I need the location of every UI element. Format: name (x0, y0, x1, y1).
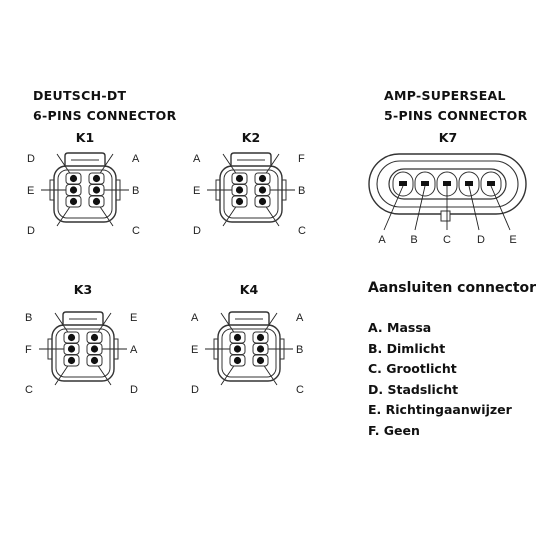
k3-pin-label-bottom-right: D (130, 384, 138, 396)
legend-item-d: D. Stadslicht (368, 381, 459, 397)
k7-pin-label-4: D (477, 234, 485, 246)
k3-pin-label-top-right: E (130, 312, 137, 324)
k7-pin-label-2: B (410, 234, 417, 246)
legend-item-b: B. Dimlicht (368, 340, 446, 356)
k7-pin-label-3: C (443, 234, 451, 246)
k7-label: K7 (439, 130, 457, 145)
k2-pin-label-bottom-left: D (193, 225, 201, 237)
legend-item-a: A. Massa (368, 320, 432, 335)
k3-pin-label-top-left: B (25, 312, 32, 324)
k1-pin-label-bottom-right: C (132, 225, 140, 237)
k4-pin-label-mid-left: E (191, 344, 198, 356)
legend-item-f: F. Geen (368, 422, 420, 438)
k2-pin-label-top-right: F (298, 153, 305, 165)
k2-pin-label-bottom-right: C (298, 225, 306, 237)
k1-pin-label-mid-left: E (27, 185, 34, 197)
k4-connector: K4 A A E B D C (191, 282, 304, 396)
legend-item-e: E. Richtingaanwijzer (368, 402, 512, 417)
amp-heading-line2: 5-PINS CONNECTOR (384, 108, 528, 123)
deutsch-heading-line2: 6-PINS CONNECTOR (33, 108, 177, 123)
k7-pin-label-5: E (509, 234, 516, 246)
k1-pin-label-top-left: D (27, 153, 35, 165)
k3-connector: K3 B E F A C D (25, 282, 138, 396)
k2-pin-label-mid-right: B (298, 185, 305, 197)
k2-pin-label-top-left: A (193, 153, 201, 165)
deutsch-heading-line1: DEUTSCH-DT (33, 88, 127, 103)
k4-pin-label-bottom-left: D (191, 384, 199, 396)
k3-pin-label-bottom-left: C (25, 384, 33, 396)
k1-pin-label-bottom-left: D (27, 225, 35, 237)
pin-legend: A. Massa B. Dimlicht C. Grootlicht D. St… (368, 318, 512, 441)
k3-label: K3 (74, 282, 92, 297)
legend-item-c: C. Grootlicht (368, 361, 457, 376)
k1-pin-label-top-right: A (132, 153, 140, 165)
k2-label: K2 (242, 130, 260, 145)
k4-pin-label-top-left: A (191, 312, 199, 324)
k1-label: K1 (76, 130, 94, 145)
k7-pin-label-1: A (378, 234, 386, 246)
k2-connector: K2 A F E B D C (193, 130, 306, 237)
k4-pin-label-bottom-right: C (296, 384, 304, 396)
legend-title: Aansluiten connector (368, 280, 537, 296)
k4-label: K4 (240, 282, 259, 297)
k1-connector: K1 D A E B D C (27, 130, 140, 237)
amp-heading-line1: AMP-SUPERSEAL (384, 88, 506, 103)
k1-pin-label-mid-right: B (132, 185, 139, 197)
k2-pin-label-mid-left: E (193, 185, 200, 197)
k4-pin-label-top-right: A (296, 312, 304, 324)
k4-pin-label-mid-right: B (296, 344, 303, 356)
k3-pin-label-mid-right: A (130, 344, 138, 356)
k3-pin-label-mid-left: F (25, 344, 32, 356)
k7-connector: K7 A B (368, 130, 527, 246)
